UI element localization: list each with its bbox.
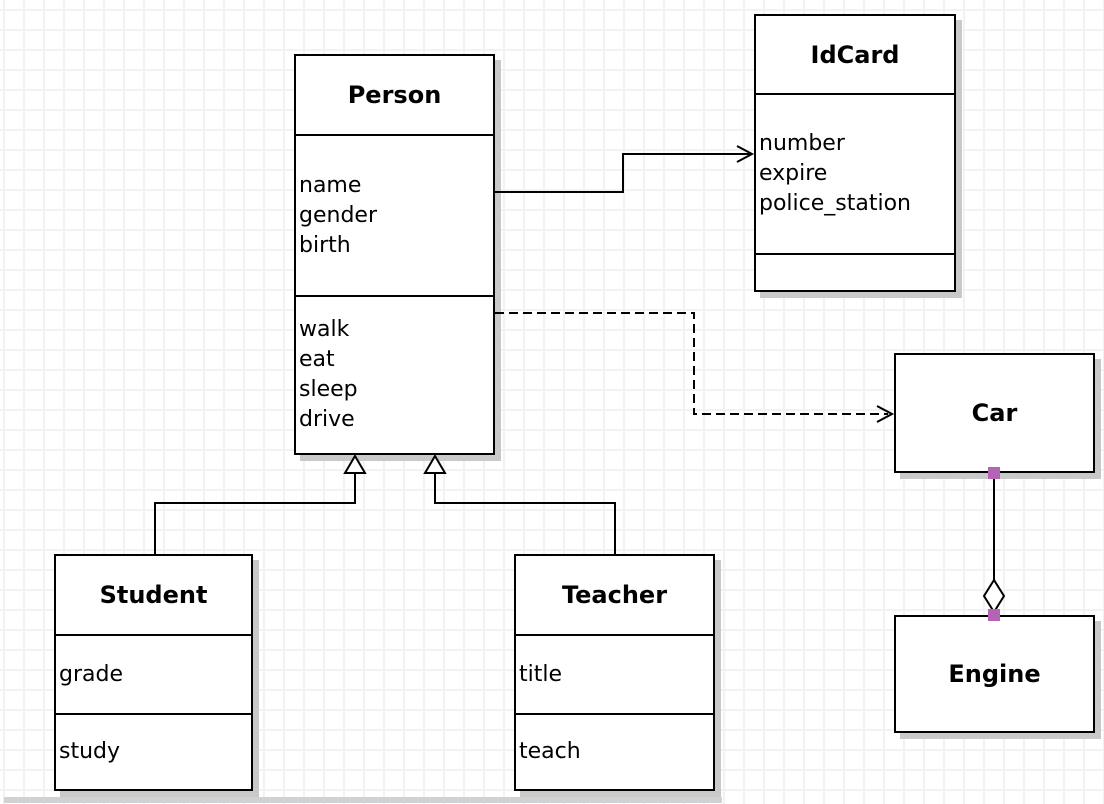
class-idcard-title: IdCard [756,16,954,95]
attribute: number [759,131,845,156]
method: study [59,739,121,764]
method: drive [299,407,355,432]
association-line[interactable] [495,153,750,193]
class-student-attributes: grade [56,636,251,715]
open-arrowhead-icon [736,145,755,163]
class-person-methods: walk eat sleep drive [296,297,493,453]
method: eat [299,347,335,372]
attribute: police_station [759,191,911,216]
method: sleep [299,377,358,402]
endpoint-handle[interactable] [988,609,1000,621]
generalization-line[interactable] [434,473,616,554]
class-person[interactable]: Person name gender birth walk eat sleep … [294,54,495,455]
hollow-triangle-icon [423,454,447,474]
generalization-student-person[interactable] [154,454,367,554]
class-teacher-attributes: title [516,636,713,715]
open-arrowhead-icon [876,405,895,423]
class-idcard[interactable]: IdCard number expire police_station [754,14,956,292]
generalization-line[interactable] [154,473,356,554]
hollow-diamond-icon [982,578,1006,614]
attribute: name [299,172,362,198]
class-car-title: Car [971,399,1018,427]
class-student-methods: study [56,715,251,789]
method: walk [299,317,350,342]
aggregation-car-engine[interactable] [982,467,1006,621]
association-person-idcard[interactable] [495,145,755,193]
class-engine[interactable]: Engine [894,615,1095,733]
dependency-line[interactable] [495,312,888,415]
attribute: expire [759,161,828,186]
attribute: grade [59,661,123,687]
class-person-attributes: name gender birth [296,136,493,297]
class-car[interactable]: Car [894,353,1095,473]
class-teacher-title: Teacher [516,556,713,636]
attribute: birth [299,232,351,258]
canvas-bottom-edge [4,797,722,803]
class-engine-title: Engine [948,660,1041,688]
class-teacher[interactable]: Teacher title teach [514,554,715,791]
attribute: gender [299,202,377,228]
attribute: title [519,661,563,687]
class-student-title: Student [56,556,251,636]
class-idcard-attributes: number expire police_station [756,95,954,255]
dependency-person-car[interactable] [495,312,895,423]
class-teacher-methods: teach [516,715,713,789]
hollow-triangle-icon [343,454,367,474]
class-student[interactable]: Student grade study [54,554,253,791]
method: teach [519,739,581,764]
class-person-title: Person [296,56,493,136]
generalization-teacher-person[interactable] [423,454,616,554]
endpoint-handle[interactable] [988,467,1000,479]
